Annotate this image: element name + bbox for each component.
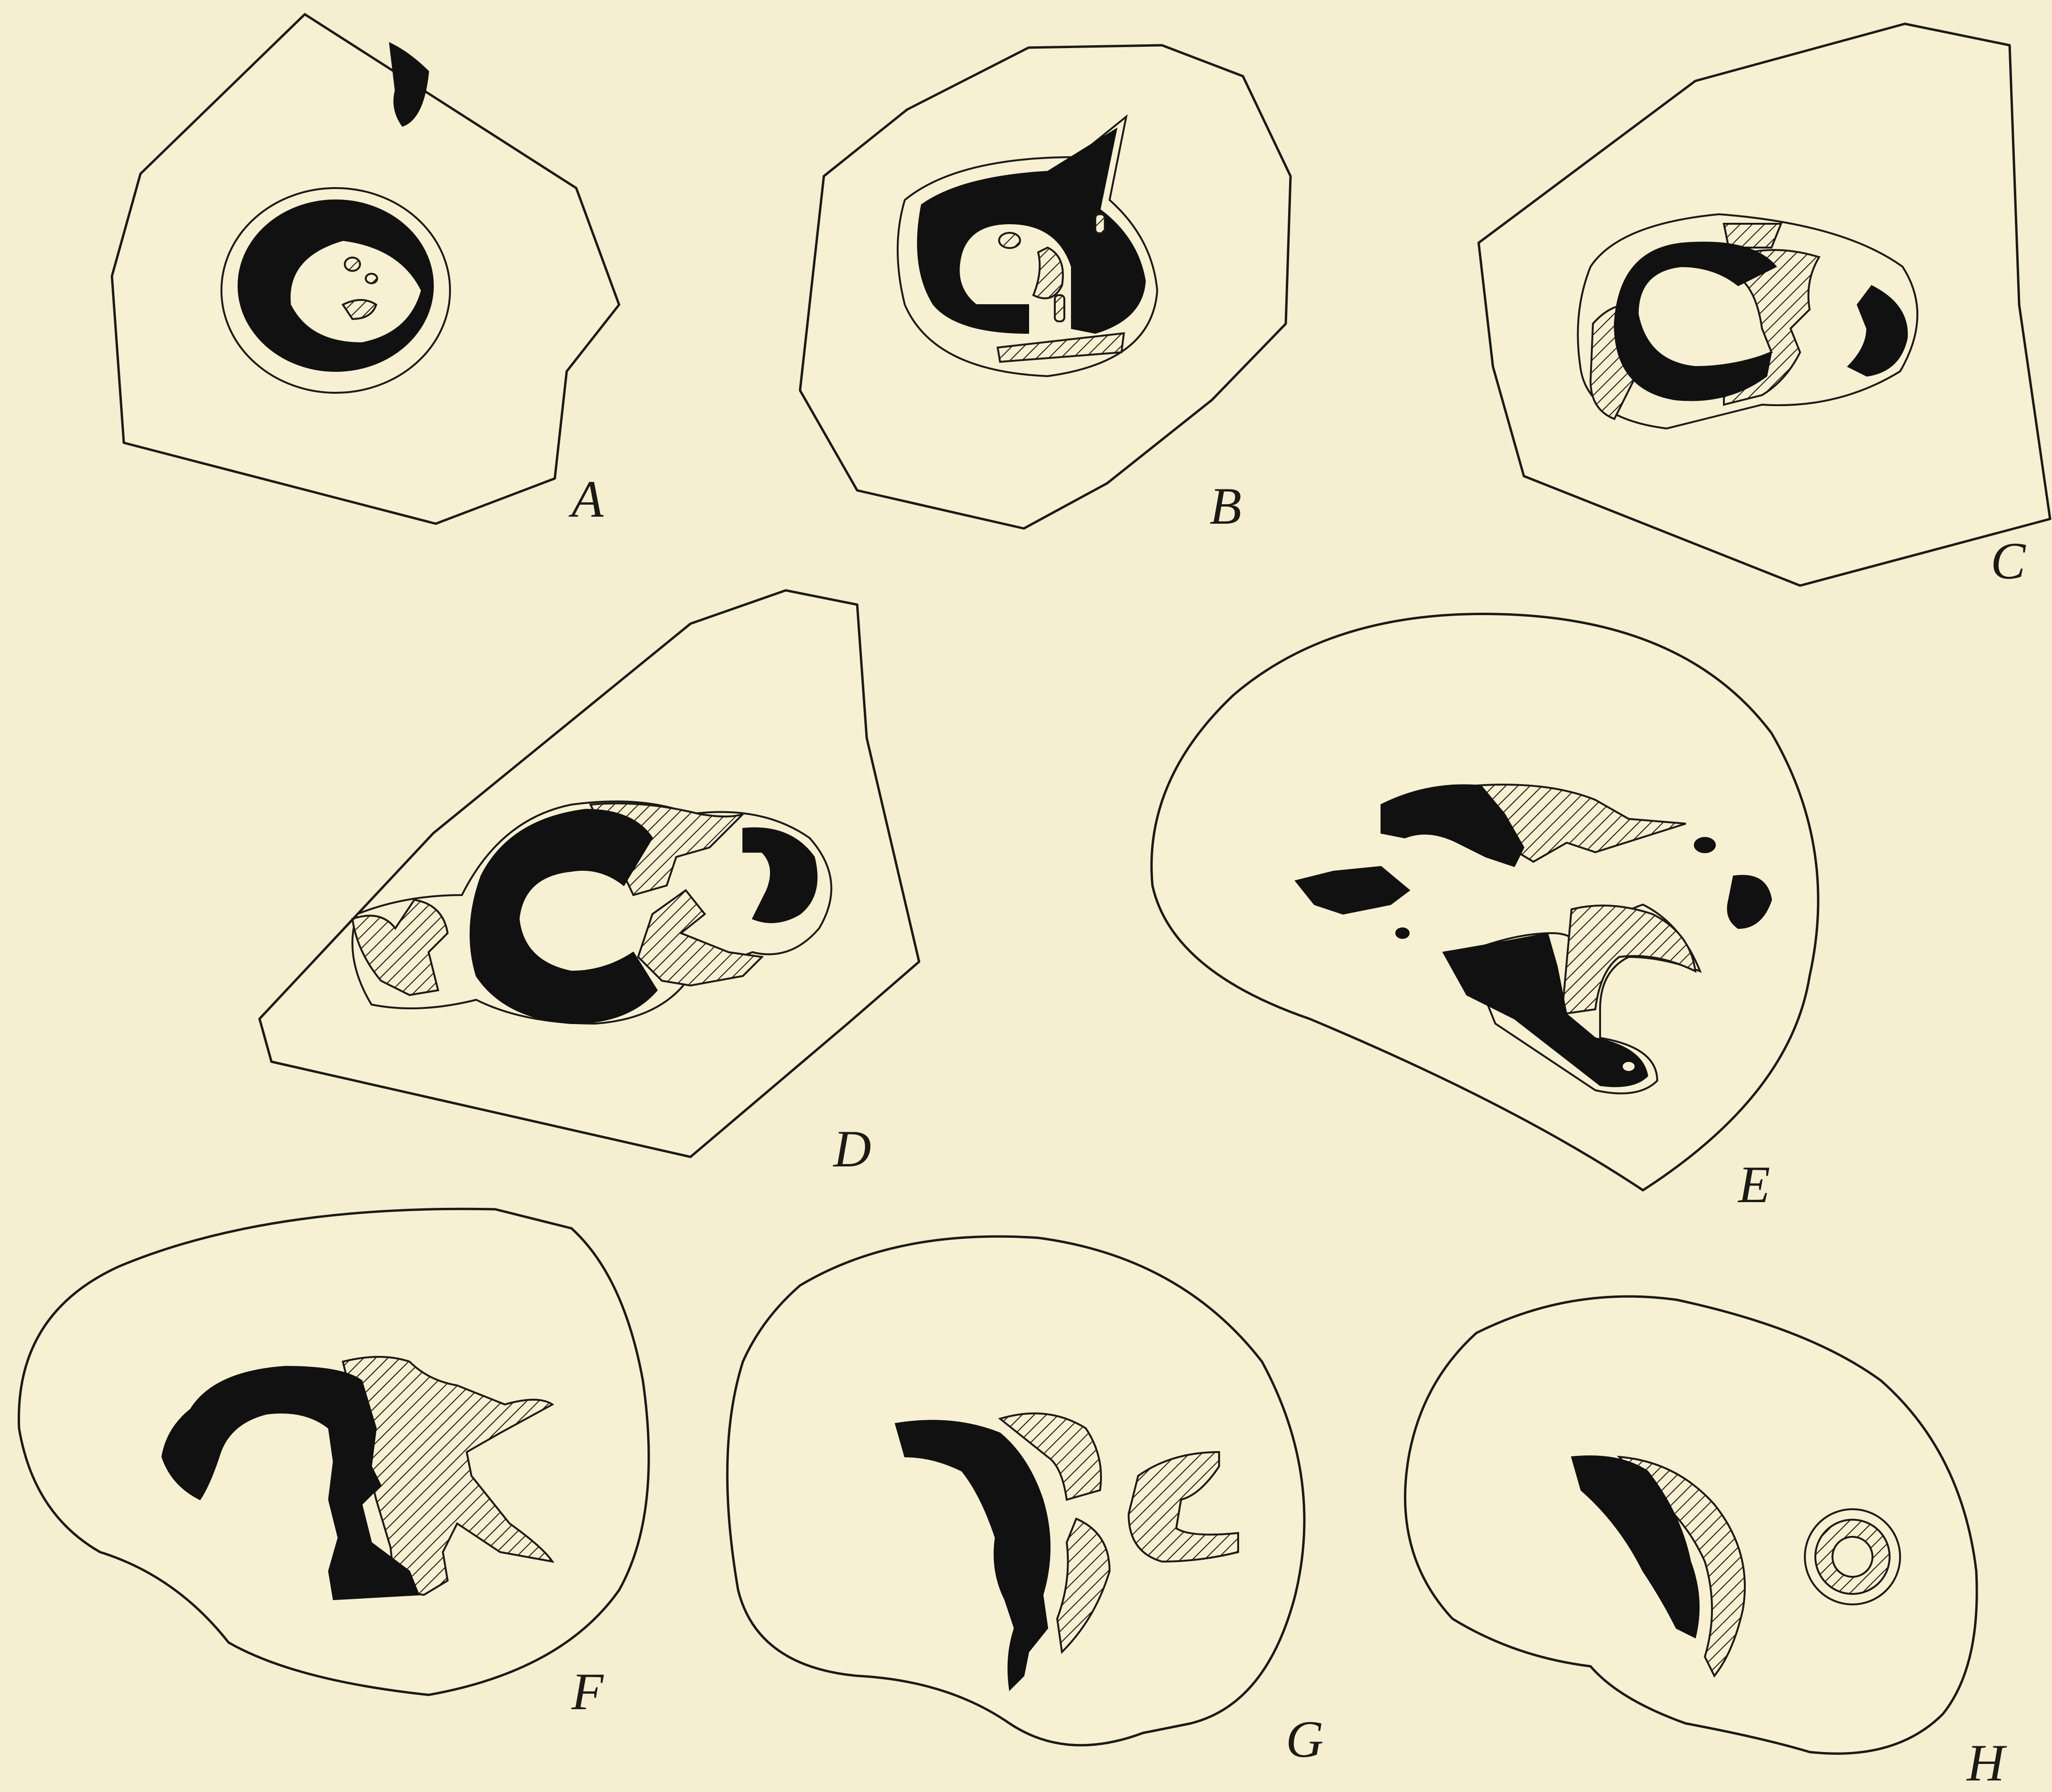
figure-label: F xyxy=(571,1663,604,1721)
figure-f: F xyxy=(19,1209,649,1721)
figure-label: G xyxy=(1286,1710,1323,1768)
figure-d: D xyxy=(260,590,919,1178)
hatched-spot xyxy=(366,274,377,283)
figure-h: H xyxy=(1405,1296,2007,1792)
figure-label: E xyxy=(1737,1155,1770,1214)
solid-dot xyxy=(1694,837,1715,853)
hatched-spot xyxy=(999,233,1020,248)
section-outline xyxy=(1151,614,1818,1190)
figure-g: G xyxy=(727,1236,1323,1768)
ring-hole xyxy=(1832,1537,1872,1577)
figure-label: H xyxy=(1966,1734,2007,1792)
hole-mark xyxy=(1622,1061,1635,1072)
hatched-bar xyxy=(1095,214,1105,233)
hatched-spot xyxy=(345,258,360,271)
figure-label: D xyxy=(832,1120,871,1178)
figure-label: B xyxy=(1210,477,1241,535)
figure-a: A xyxy=(112,14,619,528)
figure-b: B xyxy=(800,45,1291,535)
figure-label: C xyxy=(1991,532,2026,590)
figure-label: A xyxy=(568,470,604,528)
hatched-bar xyxy=(1055,295,1064,321)
figure-e: E xyxy=(1151,614,1818,1214)
solid-dot xyxy=(1396,928,1409,938)
figure-c: C xyxy=(1479,24,2050,590)
